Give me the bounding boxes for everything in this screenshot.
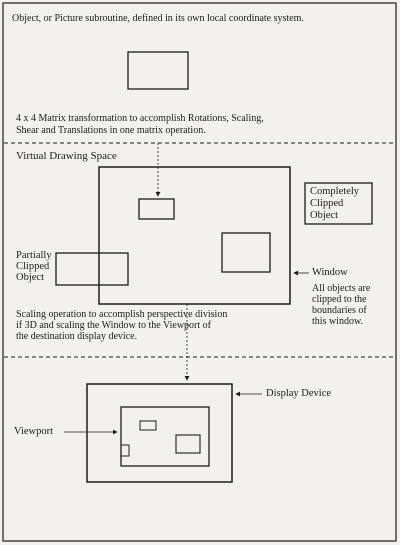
transform-caption-line1: 4 x 4 Matrix transformation to accomplis… — [16, 113, 264, 124]
partially-clipped-label-3: Object — [16, 272, 44, 283]
partially-clipped-label-1: Partially — [16, 250, 52, 261]
completely-clipped-label-1: Completely — [310, 186, 359, 197]
viewport-label: Viewport — [14, 426, 54, 437]
completely-clipped-label-2: Clipped — [310, 198, 344, 209]
display-device-label: Display Device — [266, 388, 332, 399]
scaling-caption-line3: the destination display device. — [16, 331, 138, 342]
object-caption: Object, or Picture subroutine, defined i… — [12, 13, 304, 24]
partially-clipped-label-2: Clipped — [16, 261, 50, 272]
transform-caption-line2: Shear and Translations in one matrix ope… — [16, 125, 206, 136]
local-object-box — [127, 51, 189, 90]
window-note-1: All objects are — [312, 283, 371, 294]
viewport-box — [120, 406, 210, 467]
virtual-space-title: Virtual Drawing Space — [16, 150, 117, 162]
transformed-object-box — [138, 198, 175, 220]
window-label: Window — [312, 267, 348, 278]
completely-clipped-label-3: Object — [310, 210, 338, 221]
scaling-caption-line1: Scaling operation to accomplish perspect… — [16, 309, 228, 320]
display-device-box — [86, 383, 233, 483]
window-note-2: clipped to the — [312, 294, 367, 305]
completely-clipped-box — [304, 182, 373, 225]
outer-frame — [2, 2, 397, 542]
window-box — [98, 166, 291, 305]
viewport-object-clipped — [120, 444, 130, 457]
viewport-object-small — [139, 420, 157, 431]
inside-object-box — [221, 232, 271, 273]
window-note-3: boundaries of — [312, 305, 367, 316]
window-note-4: this window. — [312, 316, 364, 327]
partially-clipped-box — [55, 252, 129, 286]
viewport-object-large — [175, 434, 201, 454]
scaling-caption-line2: if 3D and scaling the Window to the View… — [16, 320, 211, 331]
